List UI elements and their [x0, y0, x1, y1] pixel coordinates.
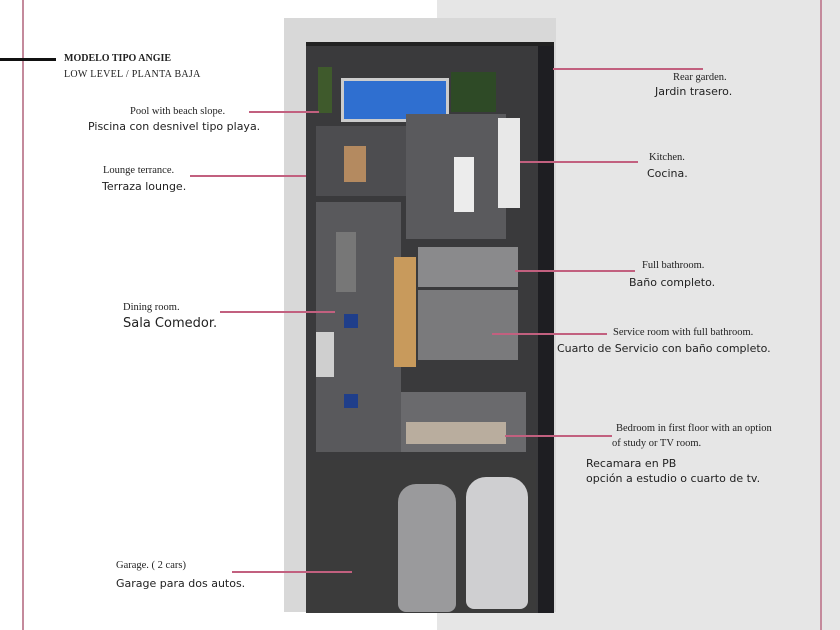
- terrace-table: [344, 146, 366, 182]
- garden-planter: [318, 67, 332, 113]
- label-bedroom-es: Recamara en PB: [586, 457, 677, 470]
- leader-line: [505, 435, 612, 437]
- leader-line: [520, 161, 638, 163]
- leader-line: [220, 311, 335, 313]
- full-bathroom: [418, 247, 518, 287]
- label-bath-es: Baño completo.: [629, 276, 716, 289]
- leader-line: [232, 571, 352, 573]
- car-icon: [398, 484, 456, 612]
- label-garage-en: Garage. ( 2 cars): [116, 560, 186, 571]
- label-garden-en: Rear garden.: [673, 72, 727, 83]
- label-dining-en: Dining room.: [123, 302, 180, 313]
- label-service-en: Service room with full bathroom.: [613, 327, 754, 338]
- leader-line: [249, 111, 319, 113]
- right-rule: [820, 0, 822, 630]
- leader-line: [190, 175, 306, 177]
- label-kitchen-es: Cocina.: [647, 167, 688, 180]
- floor-plan: [306, 42, 554, 613]
- chair: [344, 394, 358, 408]
- dining-room: [316, 202, 401, 452]
- label-dining-es: Sala Comedor.: [123, 316, 218, 331]
- label-bath-en: Full bathroom.: [642, 260, 705, 271]
- service-room: [418, 290, 518, 360]
- label-bedroom-es-2: opción a estudio o cuarto de tv.: [586, 472, 761, 485]
- label-bedroom-en-2: of study or TV room.: [612, 438, 702, 449]
- staircase: [394, 257, 416, 367]
- plan-subtitle: LOW LEVEL / PLANTA BAJA: [64, 69, 201, 80]
- leader-line: [515, 270, 635, 272]
- kitchen-counter: [498, 118, 520, 208]
- label-pool-en: Pool with beach slope.: [130, 106, 226, 117]
- plan-title: MODELO TIPO ANGIE: [64, 53, 172, 64]
- label-lounge-es: Terraza lounge.: [102, 180, 187, 193]
- leader-line: [492, 333, 607, 335]
- label-pool-es: Piscina con desnivel tipo playa.: [88, 120, 261, 133]
- car-icon: [466, 477, 528, 609]
- side-wall: [538, 46, 554, 613]
- sofa: [316, 332, 334, 377]
- label-service-es: Cuarto de Servicio con baño completo.: [557, 342, 771, 355]
- label-lounge-en: Lounge terrance.: [103, 165, 175, 176]
- header-rule: [0, 58, 56, 61]
- rear-garden: [451, 72, 496, 112]
- kitchen-island: [454, 157, 474, 212]
- label-garden-es: Jardin trasero.: [655, 85, 733, 98]
- bed-sofa: [406, 422, 506, 444]
- dining-table: [336, 232, 356, 292]
- leader-line: [553, 68, 703, 70]
- label-bedroom-en: Bedroom in first floor with an option: [616, 423, 772, 434]
- label-kitchen-en: Kitchen.: [649, 152, 685, 163]
- chair: [344, 314, 358, 328]
- label-garage-es: Garage para dos autos.: [116, 577, 246, 590]
- left-rule: [22, 0, 24, 630]
